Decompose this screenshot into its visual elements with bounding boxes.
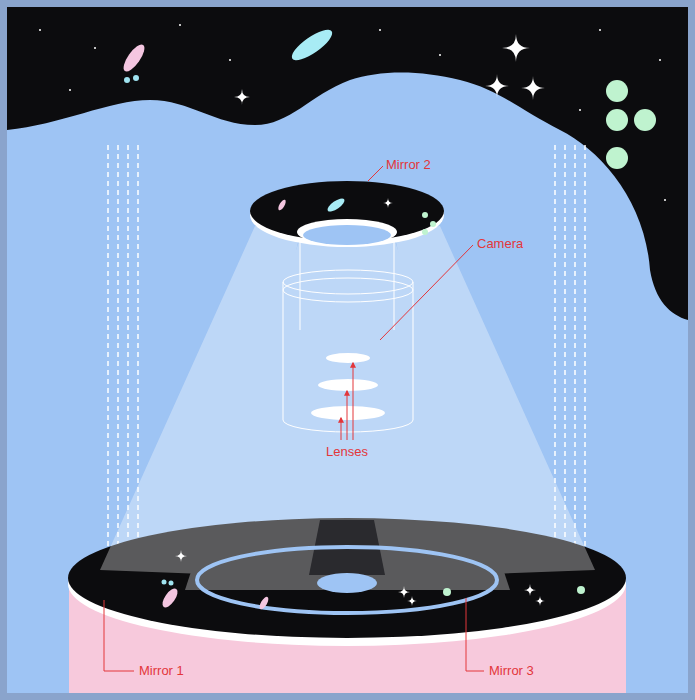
lenses (311, 353, 385, 420)
leader-lines (104, 166, 484, 671)
light-beams (100, 226, 595, 590)
camera-body (283, 240, 413, 432)
part-label: Mirror 3 (489, 663, 534, 679)
mirror-3 (197, 547, 497, 613)
part-label: Lenses (326, 444, 368, 460)
sky-ground (7, 7, 688, 693)
stars (39, 24, 666, 201)
part-label: Mirror 1 (139, 663, 184, 679)
part-label: Mirror 2 (386, 157, 431, 173)
part-label: Camera (477, 236, 523, 252)
